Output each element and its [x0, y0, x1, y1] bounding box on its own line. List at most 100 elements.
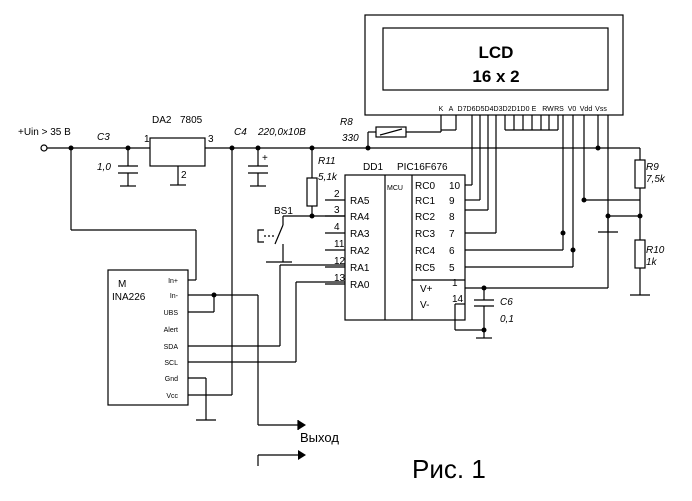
ina-pin-alert: Alert — [164, 327, 178, 334]
lcd-pin-vss: Vss — [595, 106, 607, 113]
dd1-pin-num-7: 7 — [449, 229, 455, 240]
dd1-pin-num-8: 8 — [449, 212, 455, 223]
resistor-r8 — [367, 126, 442, 148]
lcd-pin-vdd: Vdd — [580, 106, 593, 113]
lcd-pin-d6: D6 — [467, 106, 476, 113]
dd1-pin-ra0: RA0 — [350, 280, 370, 291]
dd1-pin-ra5: RA5 — [350, 196, 370, 207]
da2-pin3: 3 — [208, 134, 214, 145]
mcu-dd1 — [344, 174, 466, 321]
lcd-size: 16 x 2 — [472, 67, 519, 86]
ina-pin-vcc: Vcc — [166, 393, 178, 400]
lcd-pin-rs: RS — [554, 106, 564, 113]
dd1-pin-ra1: RA1 — [350, 263, 370, 274]
dd1-pin-vplus: V+ — [420, 284, 433, 295]
lcd-pin-d7: D7 — [458, 106, 467, 113]
capacitor-c3 — [118, 148, 138, 187]
lcd-pin-k: K — [439, 106, 444, 113]
dd1-pin-num-1: 1 — [452, 278, 458, 289]
r11-ref: R11 — [318, 156, 336, 167]
dd1-pin-num-11: 11 — [334, 239, 345, 250]
dd1-pin-rc2: RC2 — [415, 212, 435, 223]
capacitor-c4 — [248, 148, 268, 187]
dd1-ref: DD1 — [363, 162, 383, 173]
dd1-pin-rc0: RC0 — [415, 181, 435, 192]
lcd-pin-d3: D3 — [494, 106, 503, 113]
dd1-pin-num-6: 6 — [449, 246, 455, 257]
r10-ref: R10 — [646, 245, 665, 256]
resistor-r11 — [306, 148, 318, 216]
output-label: Выход — [300, 430, 339, 445]
ina-pin-scl: SCL — [164, 360, 178, 367]
da2-part: 7805 — [180, 115, 203, 126]
r8-value: 330 — [342, 133, 359, 144]
c6-value: 0,1 — [500, 314, 514, 325]
dd1-pin-num-4: 4 — [334, 222, 340, 233]
dd1-pin-num-2: 2 — [334, 189, 340, 200]
dd1-pin-num-3: 3 — [334, 205, 340, 216]
ina-pin-gnd: Gnd — [165, 376, 178, 383]
dd1-pin-ra4: RA4 — [350, 212, 370, 223]
ina-pin-in: In- — [170, 293, 179, 300]
dd1-pin-num-13: 13 — [334, 273, 346, 284]
ina-pin-sda: SDA — [164, 344, 179, 351]
junction-dots — [68, 145, 643, 333]
da2-pin2: 2 — [181, 170, 187, 181]
r9-ref: R9 — [646, 162, 659, 173]
r9-value: 7,5k — [646, 174, 666, 185]
c4-plus: + — [262, 153, 268, 164]
lcd-pin-d1: D1 — [512, 106, 521, 113]
dd1-pin-ra3: RA3 — [350, 229, 370, 240]
c3-value: 1,0 — [97, 162, 111, 173]
regulator-da2 — [149, 137, 206, 186]
ina-part: INA226 — [112, 292, 146, 303]
c6-ref: C6 — [500, 297, 513, 308]
dd1-pin-num-5: 5 — [449, 263, 455, 274]
dd1-pin-rc1: RC1 — [415, 196, 435, 207]
dd1-pin-rc5: RC5 — [415, 263, 435, 274]
r11-value: 5,1k — [318, 172, 338, 183]
power-rail — [40, 144, 641, 160]
capacitor-c6 — [454, 232, 609, 339]
r10-value: 1k — [646, 257, 658, 268]
dd1-pin-ra2: RA2 — [350, 246, 370, 257]
da2-ref: DA2 — [152, 115, 172, 126]
ina-wires — [70, 148, 345, 466]
dd1-pin-num-14: 14 — [452, 294, 464, 305]
ina-pin-in: In+ — [168, 278, 178, 285]
bs1-ref: BS1 — [274, 206, 293, 217]
input-label: +Uin > 35 В — [18, 127, 71, 138]
lcd-pin-a: A — [449, 106, 454, 113]
lcd-pin-rw: RW — [542, 106, 554, 113]
dd1-pin-num-10: 10 — [449, 181, 461, 192]
lcd-pin-leads — [440, 115, 609, 250]
rc-wires — [465, 184, 574, 268]
da2-pin1: 1 — [144, 134, 150, 145]
lcd-pin-e: E — [532, 106, 537, 113]
sensor-ina226 — [107, 269, 189, 406]
lcd-pin-d0: D0 — [521, 106, 530, 113]
dd1-pin-num-9: 9 — [449, 196, 455, 207]
dd1-pin-vminus: V- — [420, 300, 429, 311]
r8-ref: R8 — [340, 117, 353, 128]
c4-value: 220,0x10В — [257, 127, 306, 138]
lcd-pin-d2: D2 — [503, 106, 512, 113]
dd1-power-pins: V+ 1V- 14 — [420, 278, 464, 311]
lcd-title: LCD — [479, 43, 514, 62]
dd1-pin-rc4: RC4 — [415, 246, 435, 257]
dd1-pin-rc3: RC3 — [415, 229, 435, 240]
lcd-pin-d5: D5 — [476, 106, 485, 113]
c3-ref: C3 — [97, 132, 110, 143]
lcd-pin-d4: D4 — [485, 106, 494, 113]
c4-ref: C4 — [234, 127, 247, 138]
lcd-pin-v0: V0 — [568, 106, 577, 113]
figure-caption: Рис. 1 — [412, 454, 486, 484]
dd1-mcu: MCU — [387, 185, 403, 192]
ina-ref: M — [118, 279, 126, 290]
dd1-part: PIC16F676 — [397, 162, 448, 173]
dd1-pin-num-12: 12 — [334, 256, 346, 267]
